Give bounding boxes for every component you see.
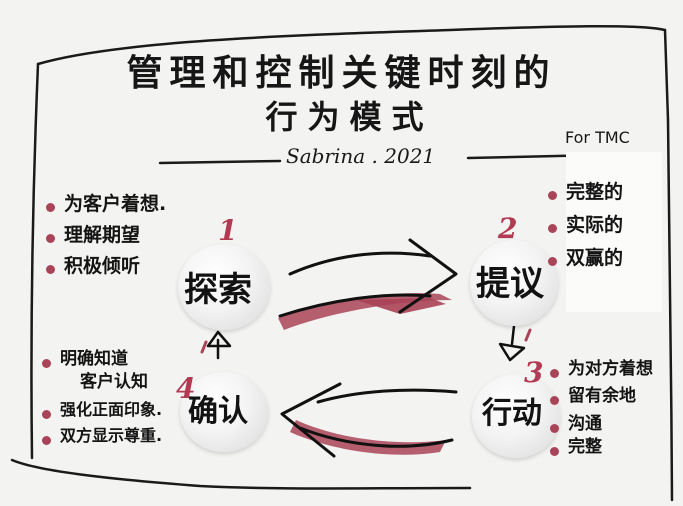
stage-propose-circle <box>470 240 558 326</box>
frame-left-line <box>30 62 40 460</box>
stage-act-circle <box>472 374 560 458</box>
notes-act: 为对方着想 留有余地 沟通 完整 <box>548 360 653 457</box>
note-item: 留有余地 <box>548 386 653 406</box>
arrow-top-head <box>398 238 458 314</box>
stage-propose-label: 提议 <box>476 264 544 304</box>
note-item: 完整的 <box>546 182 623 203</box>
arrow-top-shade <box>356 298 446 314</box>
page-title: 管理和控制关键时刻的 <box>126 53 557 94</box>
stage-propose-number: 2 <box>498 212 518 245</box>
arrow-up-head <box>206 330 232 348</box>
audience-tag: For TMC <box>565 128 630 147</box>
stage-confirm-circle <box>180 372 268 452</box>
note-item: 理解期望 <box>44 224 166 246</box>
note-item: 为对方着想 <box>548 360 653 379</box>
notes-propose: 完整的 实际的 双赢的 <box>546 182 623 269</box>
stage-explore-number: 1 <box>218 214 238 247</box>
arrow-down-shaft <box>510 324 516 346</box>
arrow-down-tick <box>524 328 532 342</box>
frame-right-line <box>666 118 674 502</box>
note-card-propose <box>566 152 662 312</box>
arrow-bottom-shade <box>290 420 446 455</box>
arrow-bottom-head <box>280 382 342 458</box>
arrow-top-upper <box>288 251 432 276</box>
frame-bottom-line <box>10 458 472 490</box>
frame-line <box>36 24 670 122</box>
note-item: 客户认知 <box>80 371 148 392</box>
arrow-bottom-lower <box>298 426 454 448</box>
arrow-down-head <box>498 342 526 362</box>
page-subtitle: 行为模式 <box>265 98 434 136</box>
stage-act-label: 行动 <box>482 396 542 431</box>
note-item: 完整 <box>548 438 653 457</box>
note-item: 积极倾听 <box>44 255 166 277</box>
notes-explore: 为客户着想. 理解期望 积极倾听 <box>44 194 166 277</box>
note-item: 实际的 <box>546 214 623 236</box>
note-item: 沟通 <box>548 415 653 434</box>
notes-confirm: 明确知道 客户认知 强化正面印象. 双方显示尊重. <box>40 350 162 445</box>
stage-explore-circle <box>178 244 270 330</box>
arrow-up-tick <box>200 340 208 354</box>
stage-confirm-label: 确认 <box>188 394 248 429</box>
note-item: 双赢的 <box>546 247 623 269</box>
author-signature: Sabrina . 2021 <box>286 144 436 168</box>
note-item: 强化正面印象. <box>40 401 162 419</box>
note-item: 双方显示尊重. <box>40 427 162 445</box>
stage-act-number: 3 <box>524 356 544 389</box>
arrow-bottom-upper <box>316 388 458 404</box>
note-item: 明确知道 <box>40 350 162 369</box>
note-item: 为客户着想. <box>44 194 166 215</box>
stage-confirm-number: 4 <box>176 372 196 405</box>
divider-left <box>158 159 282 165</box>
stage-explore-label: 探索 <box>184 270 252 310</box>
arrow-top-lower <box>278 293 432 318</box>
